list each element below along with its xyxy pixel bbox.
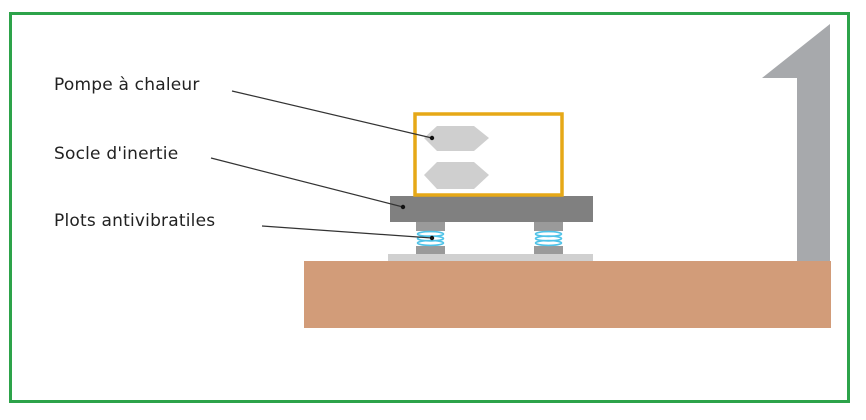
label-heat-pump: Pompe à chaleur	[54, 75, 200, 95]
ground-slab	[304, 261, 831, 328]
leader-line-inertia-base	[210, 157, 404, 208]
label-inertia-base: Socle d'inertie	[54, 144, 179, 164]
leader-dot-heat-pump	[429, 135, 435, 141]
anti-vibration-pad-right	[534, 222, 563, 254]
floor-plate	[388, 254, 593, 261]
heat-pump-fan-top	[424, 126, 489, 151]
leader-dot-inertia-base	[400, 204, 406, 210]
heat-pump-fan-bottom	[424, 162, 489, 189]
leader-line-pads	[261, 225, 433, 239]
wall	[762, 24, 830, 262]
label-anti-vibration-pads: Plots antivibratiles	[54, 211, 216, 231]
leader-line-heat-pump	[231, 90, 433, 139]
leader-dot-pads	[429, 235, 435, 241]
inertia-base	[390, 196, 593, 222]
